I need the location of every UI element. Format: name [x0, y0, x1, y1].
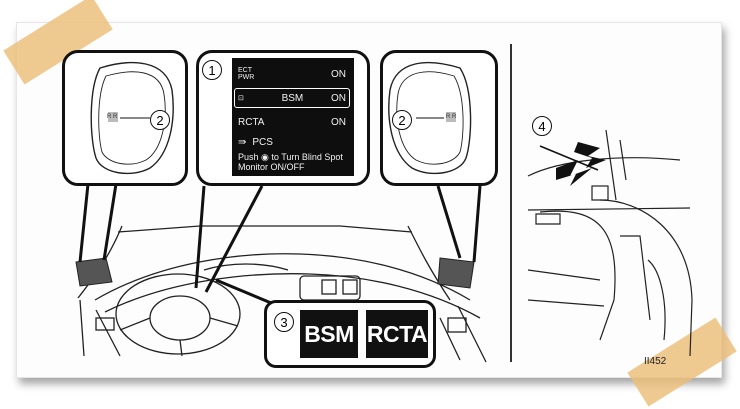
- pcs-label: PCS: [252, 136, 273, 148]
- bsm-highlight-box: [234, 88, 350, 108]
- pcs-row: ⇛ PCS: [238, 134, 346, 150]
- callout-number-3: 3: [274, 312, 294, 332]
- callout-number-2-left: 2: [150, 110, 170, 130]
- bsm-icon: ⊡: [238, 95, 244, 102]
- left-mirror-glyph: R R: [107, 114, 118, 120]
- figure-code: II452: [644, 356, 667, 367]
- left-mirror-outline: [90, 61, 174, 175]
- bsm-value: ON: [330, 92, 346, 104]
- callout-number-2-right: 2: [392, 110, 412, 130]
- rcta-value: ON: [331, 116, 346, 128]
- ect-pwr-value: ON: [331, 68, 346, 80]
- panel-divider: [510, 44, 512, 362]
- rcta-label: RCTA: [238, 116, 265, 128]
- push-instruction: Push ◉ to Turn Blind Spot Monitor ON/OFF: [238, 152, 343, 172]
- ect-label: ECT: [238, 67, 252, 74]
- rcta-row: RCTA ON: [238, 114, 346, 130]
- right-mirror-glyph: R R: [446, 114, 457, 120]
- bsm-row: ⊡ BSM ON: [238, 90, 346, 106]
- callout-number-1: 1: [202, 60, 222, 80]
- bsm-label: BSM: [281, 92, 304, 104]
- push-line-2: Monitor ON/OFF: [238, 162, 305, 172]
- bsm-button: BSM: [300, 310, 358, 358]
- right-mirror-outline: [388, 61, 472, 175]
- push-line-1: Push ◉ to Turn Blind Spot: [238, 152, 343, 162]
- callout-number-4: 4: [532, 116, 552, 136]
- pcs-icon: ⇛: [238, 136, 247, 148]
- rcta-button: RCTA: [366, 310, 428, 358]
- pwr-label: PWR: [238, 74, 255, 81]
